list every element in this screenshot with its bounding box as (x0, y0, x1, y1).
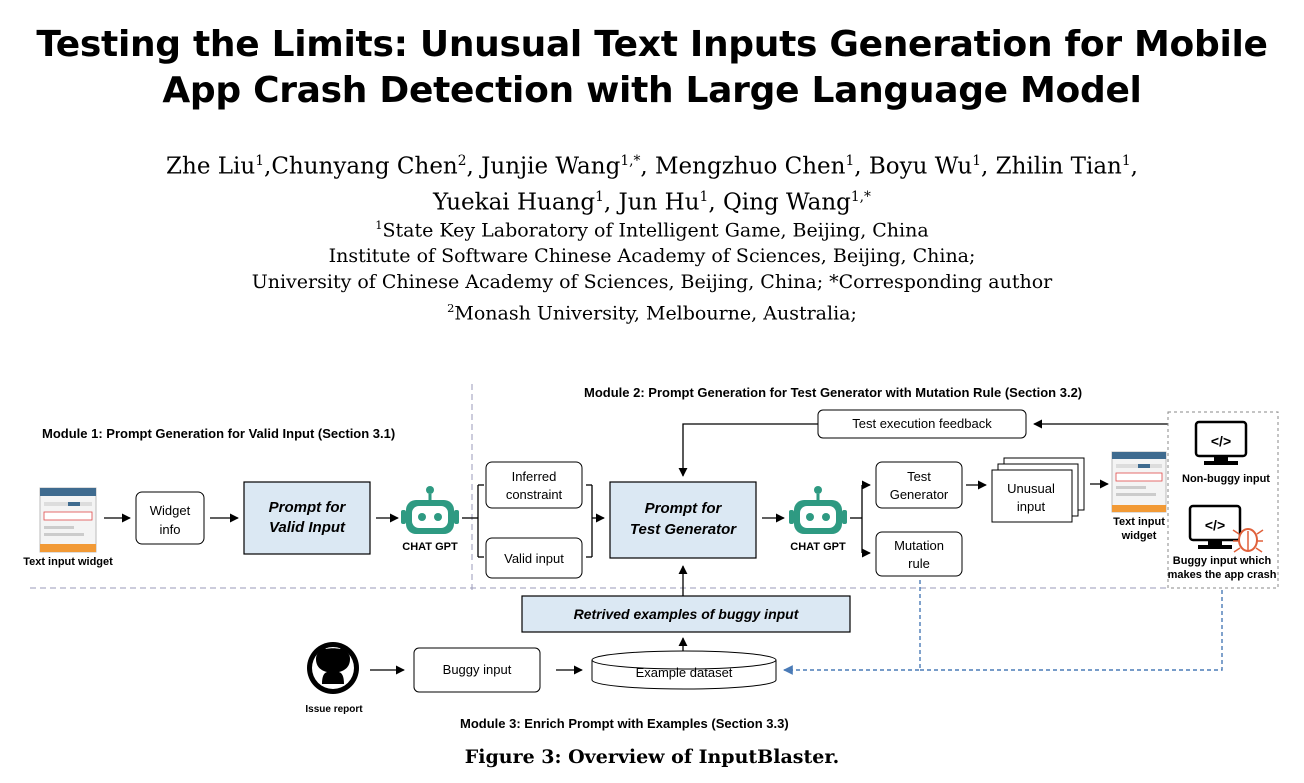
monitor-bug-icon: </> (1188, 504, 1264, 553)
outcome-panel (1167, 411, 1279, 589)
example-dataset-label: Example dataset (636, 665, 733, 680)
affiliation-line: University of Chinese Academy of Science… (251, 271, 1053, 294)
buggy-crash-line1: Buggy input which (1173, 555, 1272, 567)
inferred-line2: constraint (506, 487, 563, 502)
author-name: Jun Hu (618, 189, 700, 216)
author-affiliation-mark: 1,* (620, 153, 641, 169)
title-line-1: Testing the Limits: Unusual Text Inputs … (36, 24, 1268, 65)
retrieved-label: Retrived examples of buggy input (574, 606, 800, 622)
author-line-2: Yuekai Huang1, Jun Hu1, Qing Wang1,* (433, 188, 871, 216)
unusual-input-stack (991, 457, 1085, 523)
example-dataset-cylinder (591, 650, 777, 690)
issue-report-label: Issue report (305, 704, 363, 715)
text-input-widget-label: Text input widget (23, 556, 113, 568)
chatgpt-robot-icon-2 (789, 486, 847, 534)
author-name: Boyu Wu (868, 153, 973, 180)
github-icon (307, 642, 359, 694)
title-line-2: App Crash Detection with Large Language … (162, 70, 1142, 111)
module3-title: Module 3: Enrich Prompt with Examples (S… (460, 716, 789, 731)
affiliation-line: 2Monash University, Melbourne, Australia… (447, 301, 857, 325)
svg-text:</>: </> (1205, 517, 1225, 533)
valid-input-box (485, 537, 583, 579)
module2-title: Module 2: Prompt Generation for Test Gen… (584, 385, 1082, 400)
mutation-line2: rule (908, 556, 930, 571)
widget-info-line2: info (160, 522, 181, 537)
author-affiliation-mark: 2 (457, 153, 467, 169)
prompt-test-line2: Test Generator (630, 521, 737, 538)
author-name: Junjie Wang (481, 153, 621, 180)
author-name: Yuekai Huang (433, 189, 596, 216)
buggy-input-label: Buggy input (443, 662, 512, 677)
author-list: Zhe Liu1,Chunyang Chen2, Junjie Wang1,*,… (0, 146, 1304, 217)
affiliation-list: 1State Key Laboratory of Intelligent Gam… (0, 212, 1304, 327)
retrieved-examples-box (521, 595, 851, 633)
affiliation-line: Institute of Software Chinese Academy of… (328, 245, 976, 268)
text-input-widget-2-line2: widget (1121, 530, 1157, 542)
inferred-constraint-box (485, 461, 583, 509)
author-affiliation-mark: 1 (595, 188, 604, 205)
prompt-test-line1: Prompt for (645, 500, 723, 517)
text-input-widget-2-line1: Text input (1113, 516, 1165, 528)
unusual-line2: input (1017, 499, 1046, 514)
test-gen-line1: Test (907, 469, 931, 484)
author-affiliation-mark: 1 (699, 188, 709, 205)
author-affiliation-mark: 1,* (850, 188, 871, 205)
affiliation-mark: 1 (375, 218, 383, 232)
non-buggy-label: Non-buggy input (1182, 473, 1270, 485)
figure-caption: Figure 3: Overview of InputBlaster. (464, 746, 840, 768)
buggy-crash-line2: makes the app crash (1168, 569, 1277, 581)
inferred-line1: Inferred (512, 469, 557, 484)
chat-gpt-label-2: CHAT GPT (790, 541, 846, 553)
author-line-1: Zhe Liu1,Chunyang Chen2, Junjie Wang1,*,… (166, 153, 1138, 180)
affiliation-mark: 2 (447, 301, 455, 316)
widget-info-box (135, 491, 205, 545)
author-affiliation-mark: 1 (972, 153, 982, 169)
test-gen-line2: Generator (890, 487, 949, 502)
monitor-icon: </> (1194, 420, 1248, 465)
buggy-input-box (413, 647, 541, 693)
unusual-line1: Unusual (1007, 481, 1055, 496)
author-name: Chunyang Chen (271, 153, 458, 180)
svg-text:</>: </> (1211, 433, 1231, 449)
author-affiliation-mark: 1 (255, 153, 264, 169)
phone-screenshot-icon-2 (1111, 451, 1167, 513)
mutation-line1: Mutation (894, 538, 944, 553)
phone-screenshot-icon (39, 487, 97, 553)
prompt-valid-line2: Valid Input (269, 519, 346, 536)
paper-title: Testing the Limits: Unusual Text Inputs … (0, 22, 1304, 114)
author-name: Zhe Liu (166, 153, 256, 180)
overview-figure: Module 1: Prompt Generation for Valid In… (23, 384, 1279, 731)
chat-gpt-label-1: CHAT GPT (402, 541, 458, 553)
author-name: Qing Wang (722, 189, 851, 216)
module1-title: Module 1: Prompt Generation for Valid In… (42, 426, 395, 441)
author-affiliation-mark: 1 (1121, 153, 1131, 169)
widget-info-line1: Widget (150, 503, 191, 518)
prompt-valid-input-box (243, 481, 371, 555)
prompt-test-generator-box (609, 481, 757, 559)
prompt-valid-line1: Prompt for (269, 499, 347, 516)
mutation-rule-box (875, 531, 963, 577)
author-affiliation-mark: 1 (845, 153, 855, 169)
affiliation-line: 1State Key Laboratory of Intelligent Gam… (375, 218, 929, 242)
test-generator-box (875, 461, 963, 509)
test-feedback-label: Test execution feedback (852, 416, 992, 431)
author-name: Zhilin Tian (995, 153, 1122, 180)
valid-input-label: Valid input (504, 551, 564, 566)
author-name: Mengzhuo Chen (655, 153, 846, 180)
chatgpt-robot-icon (401, 486, 459, 534)
